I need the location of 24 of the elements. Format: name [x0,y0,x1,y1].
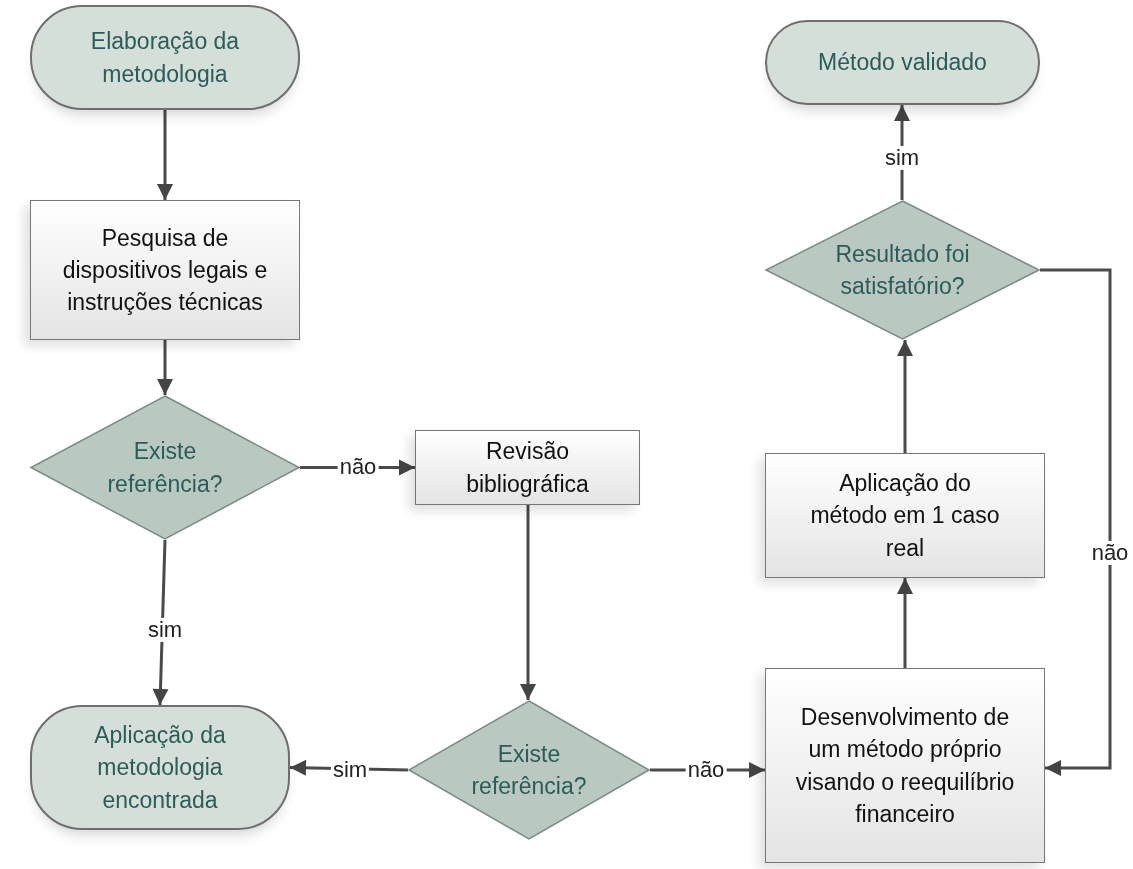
arrow [520,505,536,700]
node-label: Aplicação da metodologia encontrada [93,721,227,815]
arrow [897,578,913,668]
node-label: Existe referência? [470,739,588,801]
process-box [30,200,300,340]
arrow [897,340,913,453]
decision-diamond [765,200,1040,340]
node-label: Pesquisa de dispositivos legais e instruções técnicas [61,223,269,318]
node-label: Existe referência? [106,437,224,499]
process-box [765,453,1045,578]
arrow [1040,268,1112,776]
terminal-box [30,705,290,830]
decision-diamond [408,700,650,840]
node-label: Desenvolvimento de um método próprio visando o reequilíbrio financeiro [794,703,1016,829]
process-box [765,668,1045,863]
node-label: Método validado [818,48,987,78]
node-label: Aplicação do método em 1 caso real [809,469,1001,563]
node-label: Resultado foi satisfatório? [834,239,971,301]
node-label: Elaboração da metodologia [89,27,241,89]
decision-diamond [30,395,300,540]
process-box [415,430,640,505]
arrow [157,110,173,200]
arrow [157,340,173,395]
node-label: Revisão bibliográfica [465,437,590,499]
